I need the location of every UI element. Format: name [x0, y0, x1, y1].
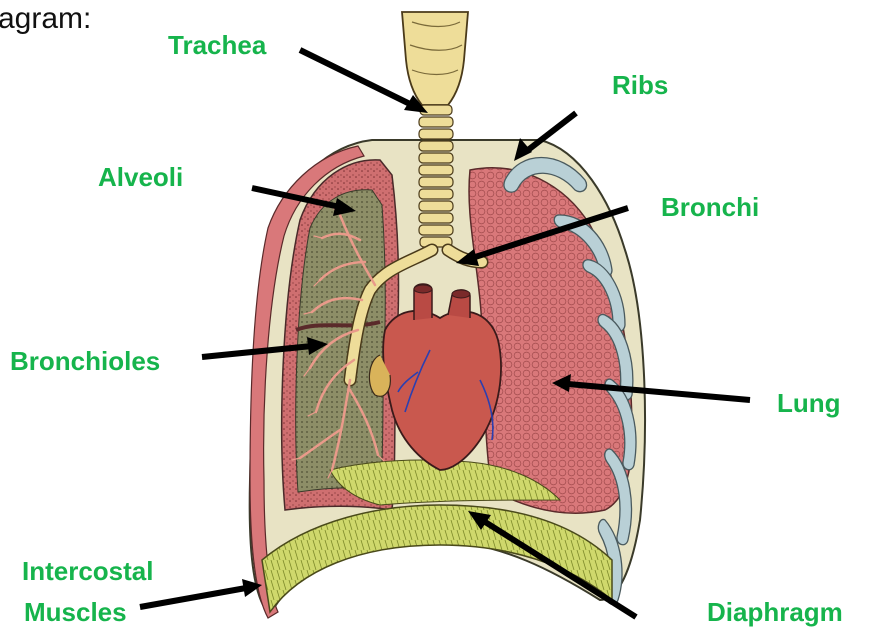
label-lung: Lung: [777, 388, 841, 418]
intercostal-arrow: [140, 579, 262, 607]
label-ribs: Ribs: [612, 70, 668, 100]
label-alveoli: Alveoli: [98, 162, 183, 192]
label-intercostal-line1: Intercostal: [22, 556, 154, 586]
label-intercostal-line2: Muscles: [24, 597, 127, 627]
label-diaphragm: Diaphragm: [707, 597, 843, 627]
label-bronchioles: Bronchioles: [10, 346, 160, 376]
label-trachea: Trachea: [168, 30, 266, 60]
label-bronchi: Bronchi: [661, 192, 759, 222]
